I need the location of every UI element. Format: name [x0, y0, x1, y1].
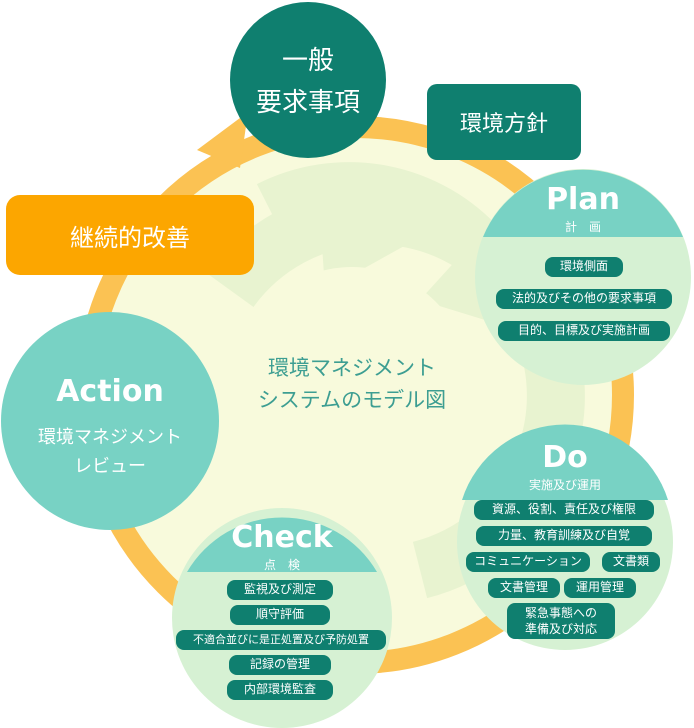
- inner-cycle-ring-top: [256, 162, 502, 270]
- check-item-records-control: 記録の管理: [229, 655, 331, 675]
- plan-item-objectives-targets: 目的、目標及び実施計画: [498, 321, 670, 341]
- do-item-competence-training: 力量、教育訓練及び自覚: [476, 526, 652, 546]
- center-title-line2: システムのモデル図: [257, 388, 447, 412]
- action-line2: レビュー: [74, 456, 146, 477]
- outer-arrow-head: [197, 112, 248, 168]
- plan-title: Plan: [546, 182, 620, 217]
- check-item-nonconformity: 不適合並びに是正処置及び予防処置: [176, 630, 386, 650]
- do-item-emergency-preparedness: 緊急事態への 準備及び対応: [507, 603, 615, 639]
- do-item-resources-roles: 資源、役割、責任及び権限: [474, 500, 654, 520]
- do-item-emergency-line2: 準備及び対応: [524, 622, 597, 636]
- action-line1: 環境マネジメント: [38, 427, 182, 448]
- check-subtitle: 点 検: [263, 558, 300, 572]
- check-item-monitoring: 監視及び測定: [227, 580, 333, 600]
- inner-arrow-head-top: [318, 185, 415, 290]
- plan-item-environmental-aspects: 環境側面: [545, 257, 623, 277]
- center-title-line1: 環境マネジメント: [268, 356, 436, 380]
- plan-item-legal-requirements: 法的及びその他の要求事項: [496, 289, 672, 309]
- do-item-documentation: 文書類: [602, 552, 660, 572]
- do-header: [462, 424, 668, 500]
- check-item-internal-audit: 内部環境監査: [227, 680, 333, 700]
- action-title: Action: [56, 374, 164, 409]
- check-header: [187, 517, 377, 572]
- center-disc: [234, 267, 470, 503]
- do-item-communication: コミュニケーション: [466, 552, 590, 572]
- inner-arrow-head-right: [420, 245, 485, 320]
- action-circle: [1, 312, 219, 530]
- do-item-emergency-line1: 緊急事態への: [524, 606, 597, 620]
- do-subtitle: 実施及び運用: [528, 478, 601, 492]
- general-requirements-line2: 要求事項: [255, 88, 360, 118]
- do-item-operational-control: 運用管理: [564, 578, 636, 598]
- continual-improvement-box: 継続的改善: [6, 195, 254, 275]
- do-title: Do: [542, 440, 588, 475]
- check-title: Check: [231, 520, 333, 555]
- general-requirements-circle: [230, 2, 386, 158]
- general-requirements-line1: 一般: [281, 46, 334, 76]
- plan-header: [483, 169, 683, 237]
- plan-subtitle: 計 画: [564, 220, 601, 234]
- check-item-compliance-evaluation: 順守評価: [230, 605, 330, 625]
- do-item-document-control: 文書管理: [488, 578, 560, 598]
- environmental-policy-box: 環境方針: [427, 84, 581, 160]
